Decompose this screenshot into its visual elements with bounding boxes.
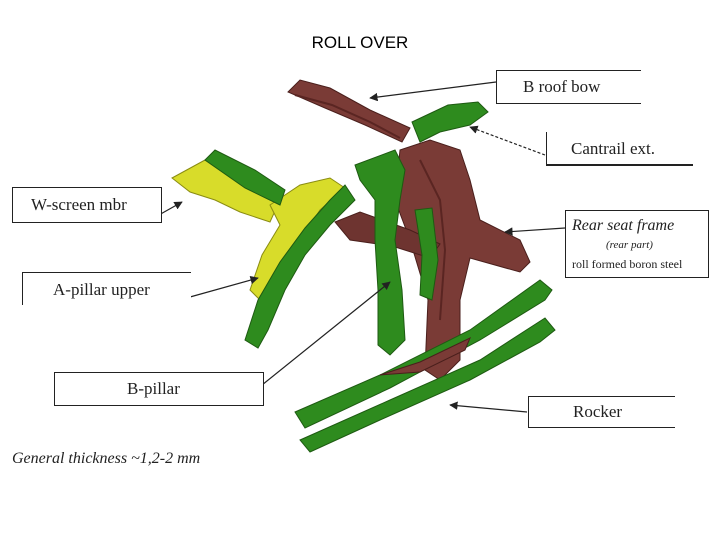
a-pillar-upper-part <box>244 184 356 349</box>
label-a-pillar-upper-text: A-pillar upper <box>53 280 150 299</box>
label-b-pillar-text: B-pillar <box>127 379 180 398</box>
label-w-screen-mbr-text: W-screen mbr <box>31 195 127 214</box>
arrow-rear-seat-frame <box>504 227 566 236</box>
arrow-a-pillar-upper <box>189 275 259 298</box>
arrow-rocker <box>449 401 528 413</box>
label-rear-seat-frame-text: Rear seat frame <box>572 217 675 234</box>
label-roll-formed-text: roll formed boron steel <box>572 257 683 271</box>
label-b-roof-bow: B roof bow <box>496 70 641 104</box>
general-thickness-note: General thickness ~1,2-2 mm <box>12 450 201 467</box>
arrow-b-roof-bow <box>369 81 497 102</box>
page-title: ROLL OVER <box>311 33 409 52</box>
label-rocker: Rocker <box>528 396 675 428</box>
label-rear-part-text: (rear part) <box>606 239 653 251</box>
cantrail-ext-part <box>411 101 489 143</box>
label-rocker-text: Rocker <box>573 402 623 421</box>
label-cantrail-ext: Cantrail ext. <box>546 132 693 166</box>
b-roof-bow-part <box>287 79 411 143</box>
label-a-pillar-upper: A-pillar upper <box>22 272 191 305</box>
label-b-roof-bow-text: B roof bow <box>523 77 601 96</box>
w-screen-upper-part <box>204 149 286 206</box>
label-b-pillar: B-pillar <box>54 372 264 406</box>
arrow-b-pillar <box>261 281 391 386</box>
label-w-screen-mbr: W-screen mbr <box>12 187 162 223</box>
arrow-cantrail-ext <box>469 125 546 156</box>
label-cantrail-ext-text: Cantrail ext. <box>571 139 656 158</box>
rocker-part <box>294 279 556 453</box>
label-rear-seat-frame: Rear seat frame (rear part) roll formed … <box>565 210 709 278</box>
b-pillar-part <box>354 149 439 356</box>
